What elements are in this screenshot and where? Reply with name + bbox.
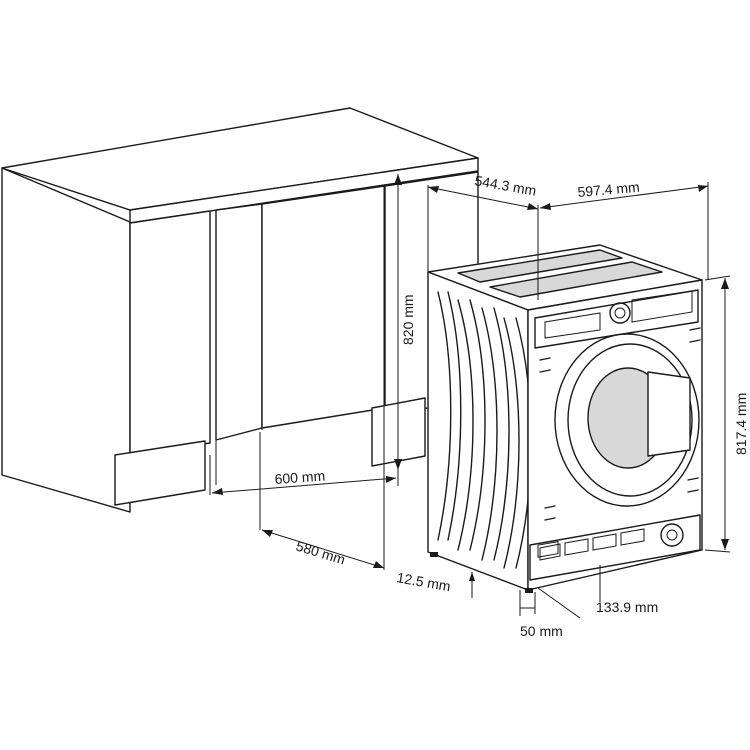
recess-inner-left	[215, 203, 263, 441]
service-panel	[529, 514, 701, 581]
label-machine-height: 817.4 mm	[733, 393, 749, 455]
machine-foot-left	[525, 588, 533, 593]
recess-back-wall	[261, 185, 386, 429]
cabinet-front-left	[129, 210, 211, 456]
label-foot-spacing: 133.9 mm	[596, 599, 658, 615]
label-cabinet-height: 820 mm	[400, 294, 416, 345]
label-cabinet-depth: 580 mm	[294, 538, 347, 568]
drain-filter-icon	[660, 523, 684, 547]
label-machine-depth: 544.3 mm	[473, 172, 537, 199]
cabinet-plinth-left	[114, 440, 206, 506]
label-cabinet-width: 600 mm	[274, 468, 326, 487]
label-foot-width: 50 mm	[520, 623, 563, 639]
label-machine-width: 597.4 mm	[577, 179, 640, 200]
cabinet-left-side	[1, 167, 131, 513]
dimension-lines	[209, 174, 731, 619]
door-handle	[647, 371, 691, 457]
machine-side	[427, 271, 529, 591]
worktop-front-edge	[129, 157, 479, 224]
program-dial-icon	[609, 302, 631, 324]
label-foot-offset: 12.5 mm	[395, 569, 451, 594]
washing-machine	[427, 244, 703, 593]
